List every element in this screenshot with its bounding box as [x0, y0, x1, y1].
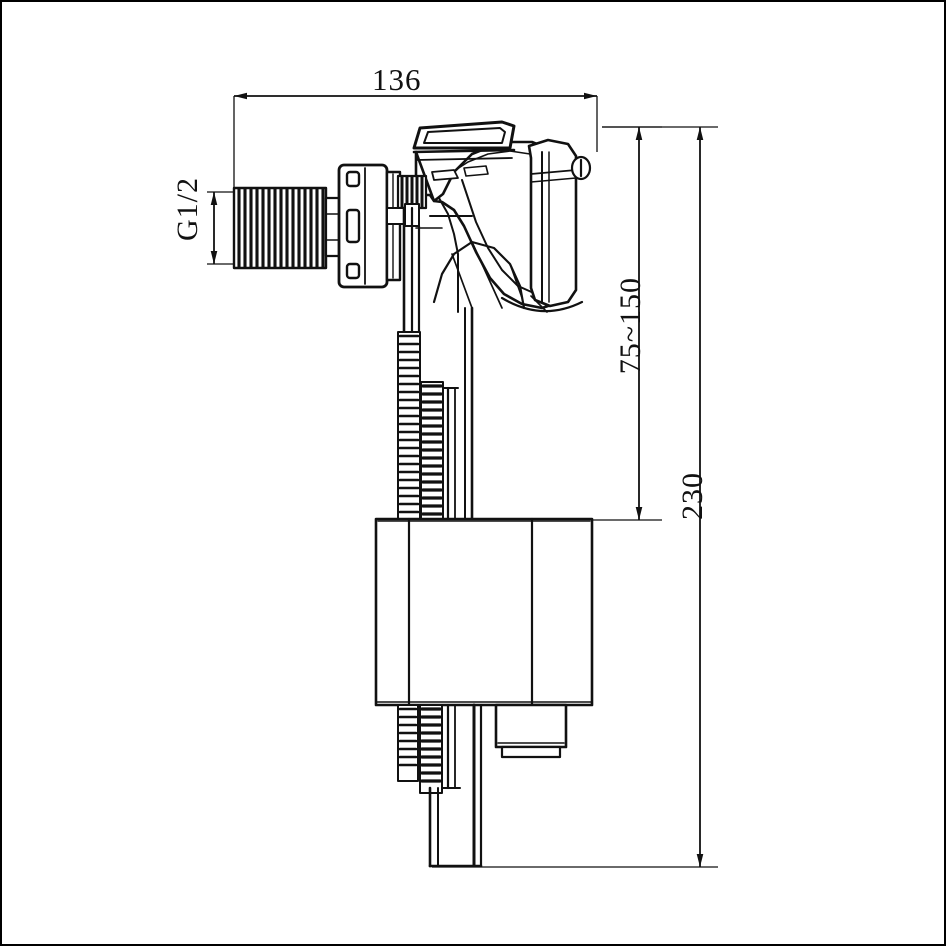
dimension-label-overall-height: 230 — [676, 472, 709, 520]
dimension-label-adjustable-height: 75~150 — [614, 277, 647, 375]
adjustment-screw[interactable] — [570, 155, 592, 181]
threaded-inlet-shank — [232, 186, 356, 270]
dimension-136 — [233, 92, 598, 198]
valve-cap — [412, 120, 516, 181]
float-chamber — [374, 517, 594, 707]
outlet-nozzle — [494, 703, 568, 759]
side-cover — [500, 138, 592, 313]
standpipe — [428, 703, 483, 868]
coupling-nut — [337, 163, 402, 289]
dimension-label-overall-width: 136 — [372, 62, 422, 97]
dimension-label-thread-size: G1/2 — [171, 177, 204, 241]
fill-valve-assembly — [232, 120, 594, 868]
toothed-rack-lower — [397, 703, 461, 794]
